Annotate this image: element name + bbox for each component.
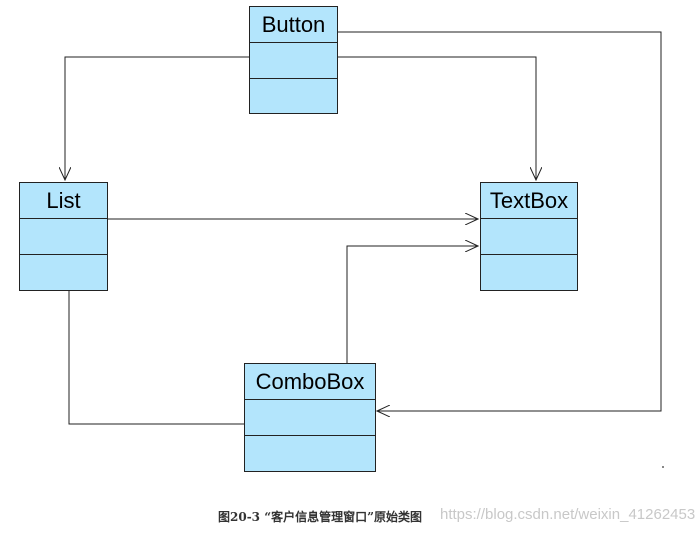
class-combobox-operations: [245, 436, 375, 472]
class-list-operations: [20, 255, 107, 291]
class-combobox-name: ComboBox: [245, 364, 375, 400]
class-list-attributes: [20, 219, 107, 255]
watermark: https://blog.csdn.net/weixin_41262453: [440, 506, 695, 523]
class-combobox[interactable]: ComboBox: [244, 363, 376, 472]
class-button-operations: [250, 79, 337, 115]
stray-dot: [662, 466, 664, 468]
class-button-name: Button: [250, 7, 337, 43]
class-textbox-attributes: [481, 219, 577, 255]
connector-button-to-combobox: [337, 31, 662, 411]
class-list-name: List: [20, 183, 107, 219]
class-button[interactable]: Button: [249, 6, 338, 114]
class-textbox[interactable]: TextBox: [480, 182, 578, 291]
class-combobox-attributes: [245, 400, 375, 436]
class-textbox-name: TextBox: [481, 183, 577, 219]
connector-list-to-combobox: [68, 290, 244, 425]
figure-caption: 图20-3 “客户信息管理窗口”原始类图: [218, 510, 423, 524]
class-textbox-operations: [481, 255, 577, 291]
connector-button-to-textbox: [337, 56, 536, 180]
connector-combobox-to-textbox: [346, 246, 478, 363]
class-list[interactable]: List: [19, 182, 108, 291]
class-button-attributes: [250, 43, 337, 79]
connector-button-to-list: [65, 56, 249, 180]
